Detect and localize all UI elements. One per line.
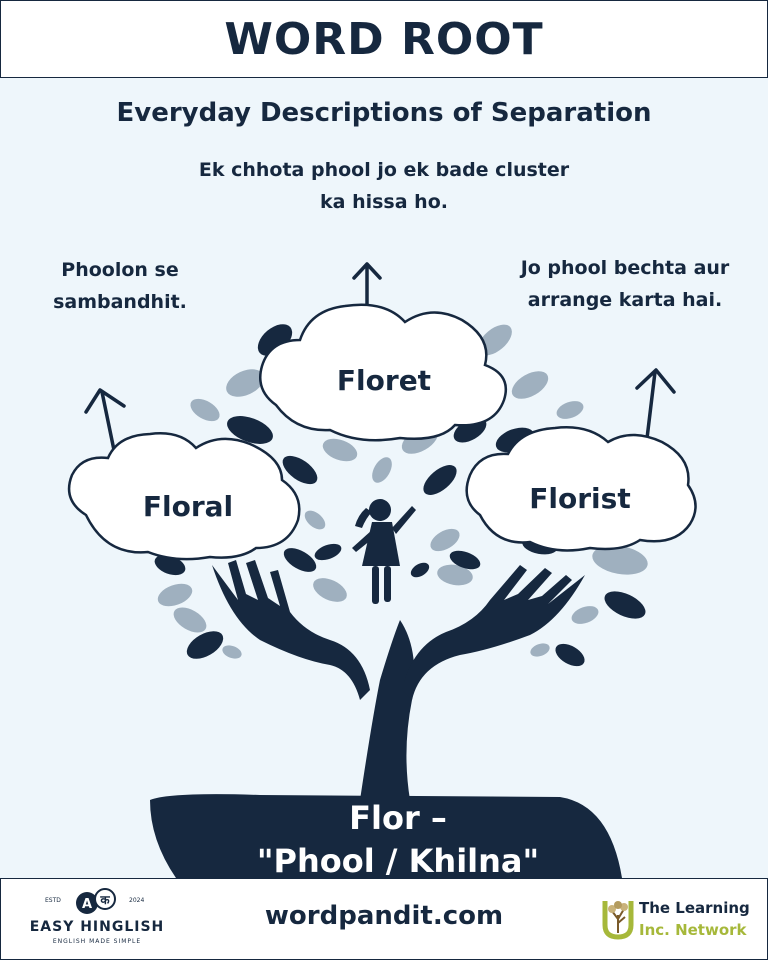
page-title: WORD ROOT bbox=[224, 13, 544, 65]
description-florist: Jo phool bechta aur arrange karta hai. bbox=[520, 257, 730, 311]
chat-bubbles-icon: A क bbox=[76, 888, 116, 914]
cloud-floral bbox=[67, 432, 301, 561]
learning-line1: The Learning bbox=[639, 899, 750, 917]
easy-hinglish-name: EASY HINGLISH bbox=[29, 919, 165, 935]
footer-bar: ESTD 2024 A क EASY HINGLISH ENGLISH MADE… bbox=[0, 878, 768, 960]
badge-k: क bbox=[99, 893, 110, 907]
estd-label: ESTD bbox=[45, 897, 61, 904]
easy-hinglish-logo: ESTD 2024 A क EASY HINGLISH ENGLISH MADE… bbox=[27, 887, 167, 953]
learning-network-logo: The Learning Inc. Network bbox=[599, 893, 759, 945]
cloud-floret bbox=[259, 303, 508, 442]
description-floral: Phoolon se sambandhit. bbox=[53, 259, 187, 313]
header-bar: WORD ROOT bbox=[0, 0, 768, 78]
estd-year: 2024 bbox=[129, 897, 145, 904]
word-floral: Floral bbox=[143, 490, 233, 523]
root-mound bbox=[150, 794, 622, 878]
arrow-left-icon bbox=[84, 388, 126, 457]
description-floret: Ek chhota phool jo ek bade cluster ka hi… bbox=[198, 159, 570, 213]
arrow-top-icon bbox=[352, 262, 382, 307]
subtitle: Everyday Descriptions of Separation bbox=[116, 98, 652, 128]
badge-a: A bbox=[82, 897, 92, 912]
root-line1: Flor – bbox=[349, 799, 447, 837]
tree-trunk bbox=[360, 620, 415, 800]
leaves-gray bbox=[157, 324, 648, 659]
root-line2: "Phool / Khilna" bbox=[257, 842, 539, 880]
right-hand bbox=[402, 565, 585, 700]
site-url-link[interactable]: wordpandit.com bbox=[264, 901, 504, 931]
left-hand bbox=[212, 560, 370, 700]
learning-line2: Inc. Network bbox=[639, 921, 747, 939]
easy-hinglish-tagline: ENGLISH MADE SIMPLE bbox=[52, 938, 142, 945]
cloud-florist bbox=[465, 426, 697, 552]
tree-u-icon bbox=[602, 901, 634, 940]
child-silhouette bbox=[352, 499, 416, 604]
word-floret: Floret bbox=[337, 364, 431, 397]
word-florist: Florist bbox=[529, 482, 630, 515]
